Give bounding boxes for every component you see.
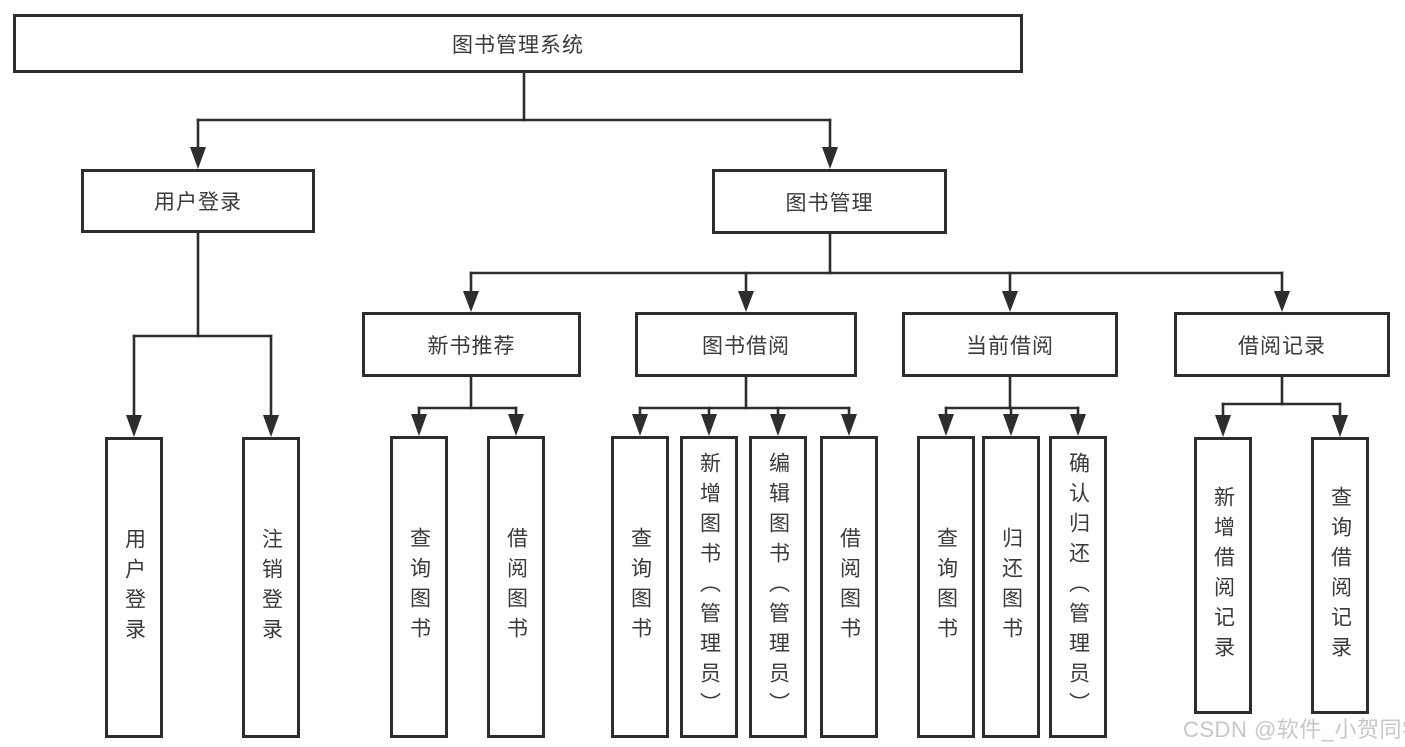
leaf-query-book-current: 查询图书 [917,436,975,738]
leaf-confirm-return-admin: 确认归还（管理员） [1049,436,1107,738]
leaf-borrow-book: 借阅图书 [820,436,878,738]
leaf-add-book-admin: 新增图书（管理员） [680,436,738,738]
leaf-query-book-borrow: 查询图书 [611,436,669,738]
connector-user-login-children [126,231,279,437]
node-book-borrow: 图书借阅 [635,312,857,377]
leaf-logout: 注销登录 [242,437,300,738]
connector-borrow-records-children [1215,375,1348,437]
leaf-query-borrow-record: 查询借阅记录 [1311,437,1369,714]
csdn-watermark: CSDN @软件_小贺同学 [1183,717,1405,742]
connector-root-to-level2 [190,71,838,169]
node-root-system: 图书管理系统 [13,14,1023,73]
node-borrow-records: 借阅记录 [1174,312,1390,377]
node-new-book-recommend: 新书推荐 [362,312,581,377]
node-user-login: 用户登录 [81,169,315,233]
leaf-query-book-recommend: 查询图书 [390,436,448,738]
leaf-borrow-book-recommend: 借阅图书 [487,436,545,738]
leaf-return-book: 归还图书 [982,436,1040,738]
node-book-management: 图书管理 [712,169,947,234]
connector-book-borrow-children [632,375,857,436]
connector-new-book-children [411,375,524,436]
connector-current-borrow-children [938,375,1086,436]
leaf-add-borrow-record: 新增借阅记录 [1194,437,1252,714]
node-current-borrow: 当前借阅 [902,312,1118,377]
leaf-edit-book-admin: 编辑图书（管理员） [749,436,807,738]
connector-book-mgmt-to-level3 [463,232,1290,312]
leaf-user-login: 用户登录 [105,437,163,738]
